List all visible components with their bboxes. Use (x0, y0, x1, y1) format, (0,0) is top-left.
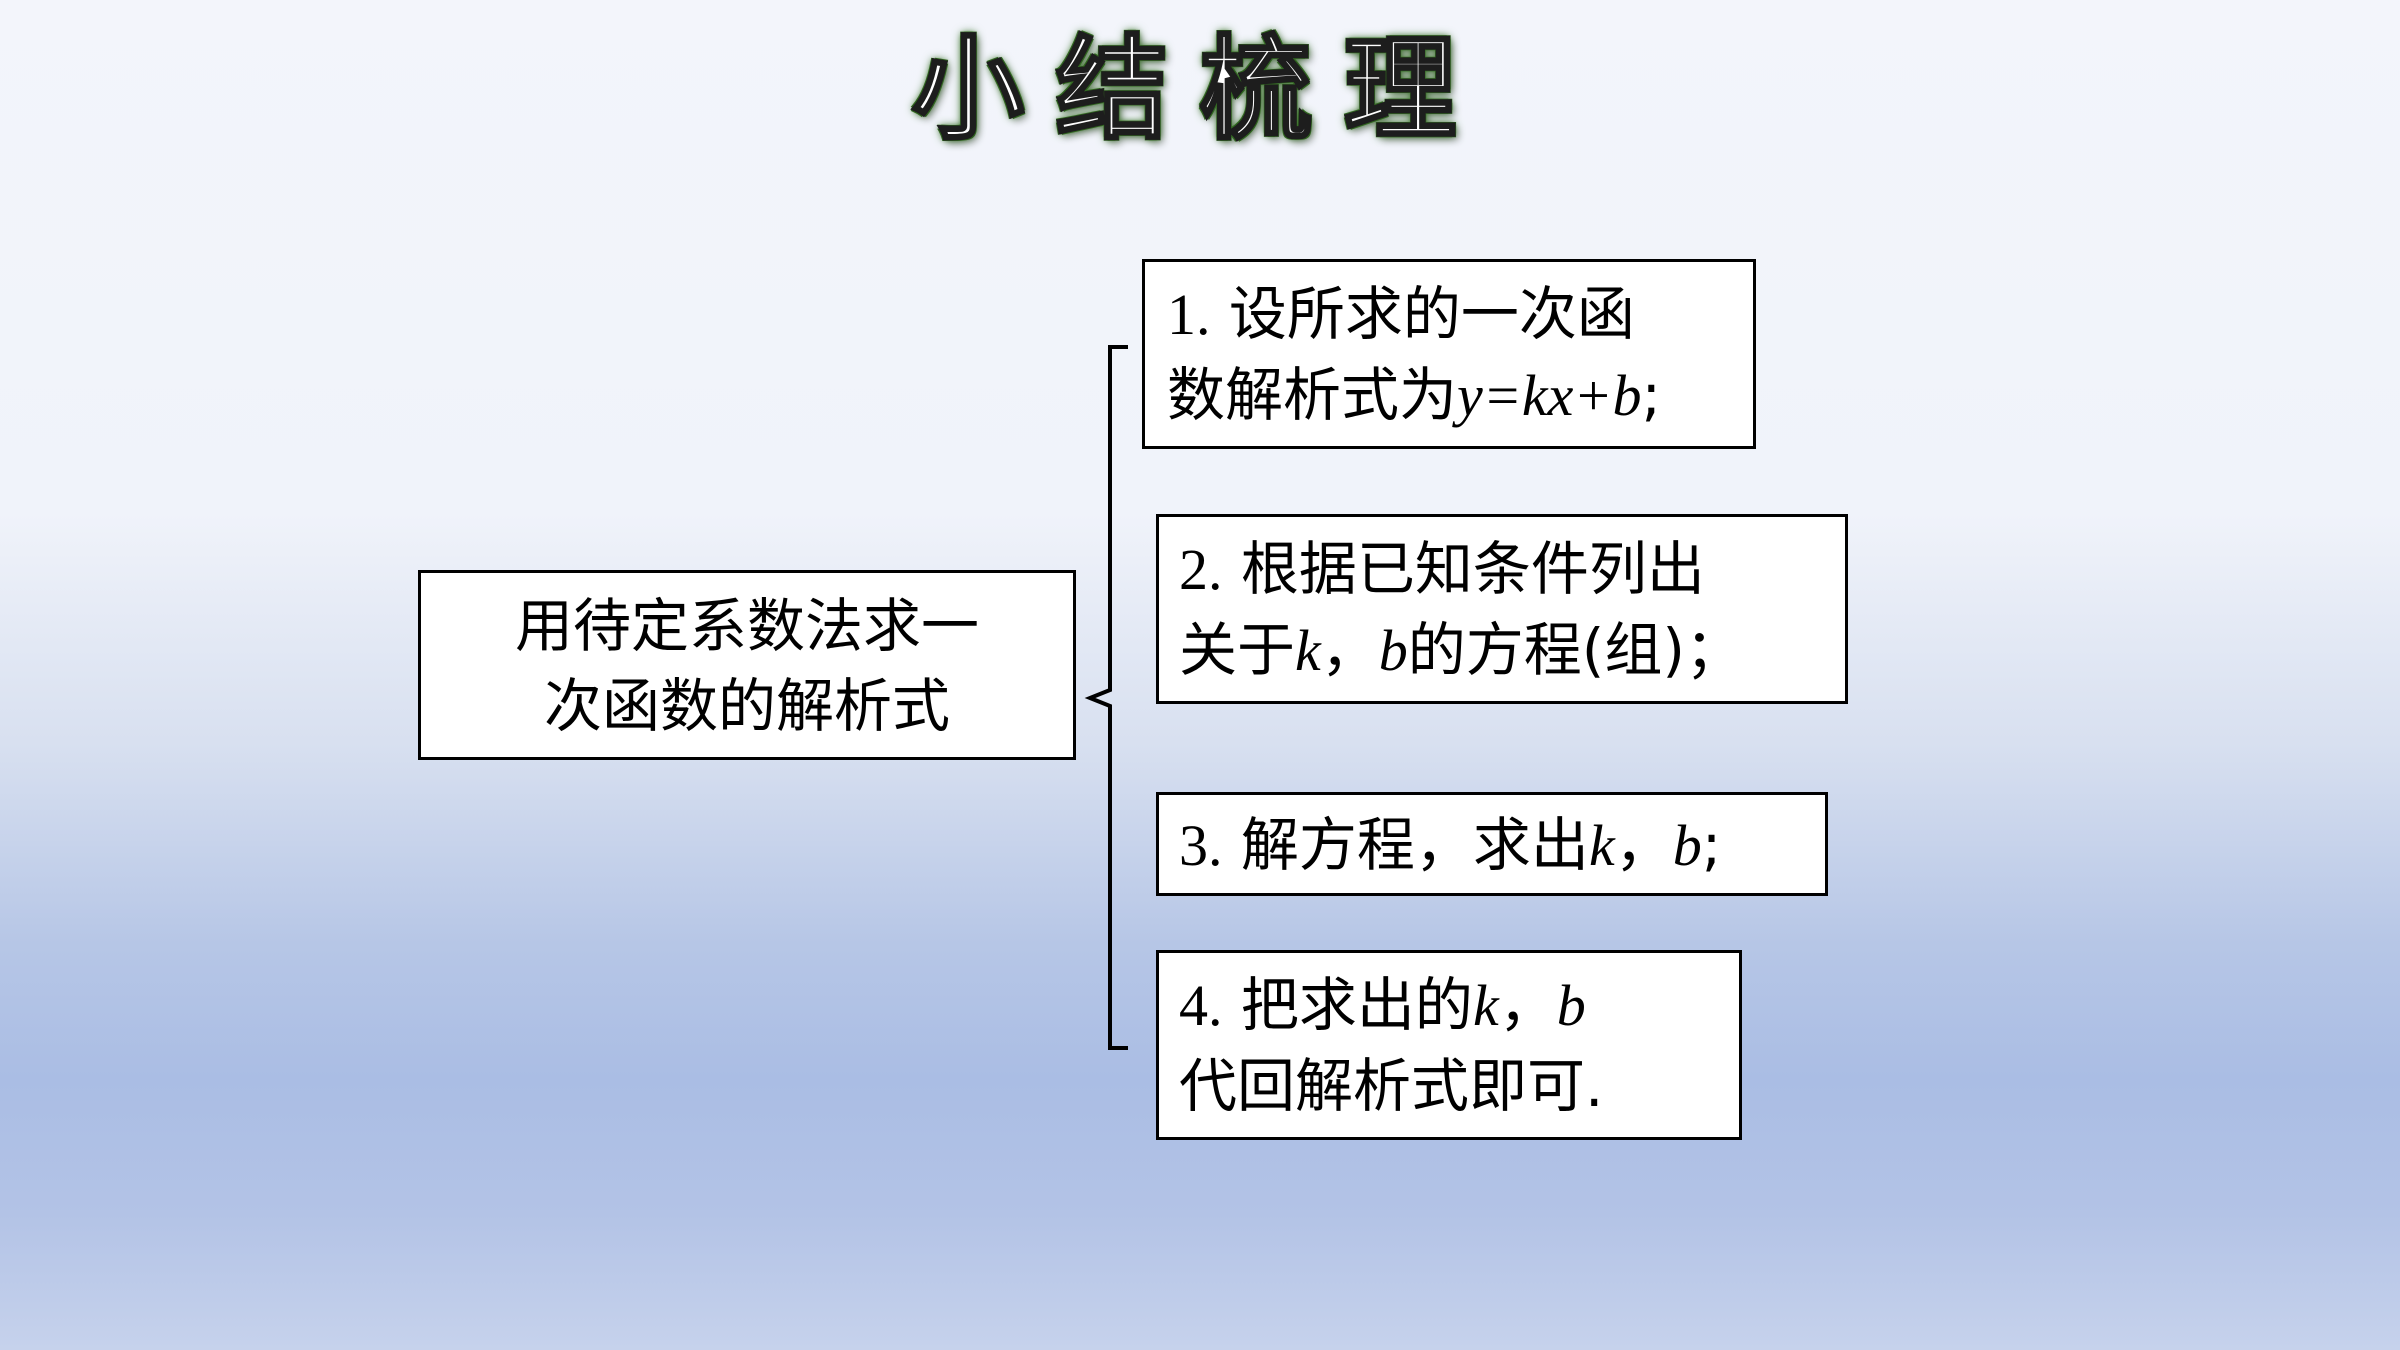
main-topic-line-1: 用待定系数法求一 (514, 592, 979, 660)
step-1-formula: y=kx+b (1457, 363, 1642, 428)
step-1-text-2: 数解析式为 (1167, 361, 1458, 429)
slide-title: 小结梳理 (911, 23, 1488, 157)
step-3-end: ; (1701, 811, 1722, 879)
step-4-text: 把求出的 (1222, 971, 1473, 1039)
main-topic-box: 用待定系数法求一 次函数的解析式 (418, 570, 1076, 760)
step-3-b: b (1672, 813, 1702, 878)
step-3-number: 3. (1179, 813, 1223, 878)
step-3-box: 3. 解方程，求出k，b; (1156, 792, 1828, 896)
step-2-comma: ， (1320, 616, 1379, 684)
step-2-box: 2. 根据已知条件列出 关于k，b的方程(组)； (1156, 514, 1848, 704)
step-4-line-2: 代回解析式即可. (1179, 1052, 1604, 1120)
step-1-text: 设所求的一次函 (1210, 280, 1635, 348)
step-3-line-1: 3. 解方程，求出k，b; (1179, 805, 1825, 886)
step-1-end: ; (1641, 361, 1662, 429)
step-2-text: 根据已知条件列出 (1222, 535, 1705, 603)
step-2-line-2: 关于k，b的方程(组)； (1179, 610, 1845, 691)
step-3-text: 解方程，求出 (1222, 811, 1589, 879)
step-4-line-1: 4. 把求出的k，b (1179, 965, 1739, 1046)
step-2-text-2a: 关于 (1179, 616, 1296, 684)
step-4-number: 4. (1179, 973, 1223, 1038)
step-4-box: 4. 把求出的k，b 代回解析式即可. (1156, 950, 1742, 1140)
main-topic-line-2: 次函数的解析式 (543, 672, 950, 740)
step-2-line-1: 2. 根据已知条件列出 (1179, 529, 1845, 610)
step-1-number: 1. (1167, 282, 1211, 347)
step-1-box: 1. 设所求的一次函 数解析式为y=kx+b; (1142, 259, 1756, 449)
step-3-k: k (1588, 813, 1615, 878)
brace-line (1084, 345, 1128, 1050)
step-1-line-2: 数解析式为y=kx+b; (1167, 355, 1753, 436)
step-3-comma: ， (1614, 811, 1673, 879)
step-4-k: k (1472, 973, 1499, 1038)
step-2-k: k (1295, 618, 1321, 683)
step-1-line-1: 1. 设所求的一次函 (1167, 274, 1753, 355)
step-4-comma: ， (1498, 971, 1557, 1039)
step-2-number: 2. (1179, 537, 1223, 602)
step-4-b: b (1556, 973, 1586, 1038)
step-2-b: b (1378, 618, 1408, 683)
step-2-text-2b: 的方程(组)； (1407, 616, 1744, 684)
